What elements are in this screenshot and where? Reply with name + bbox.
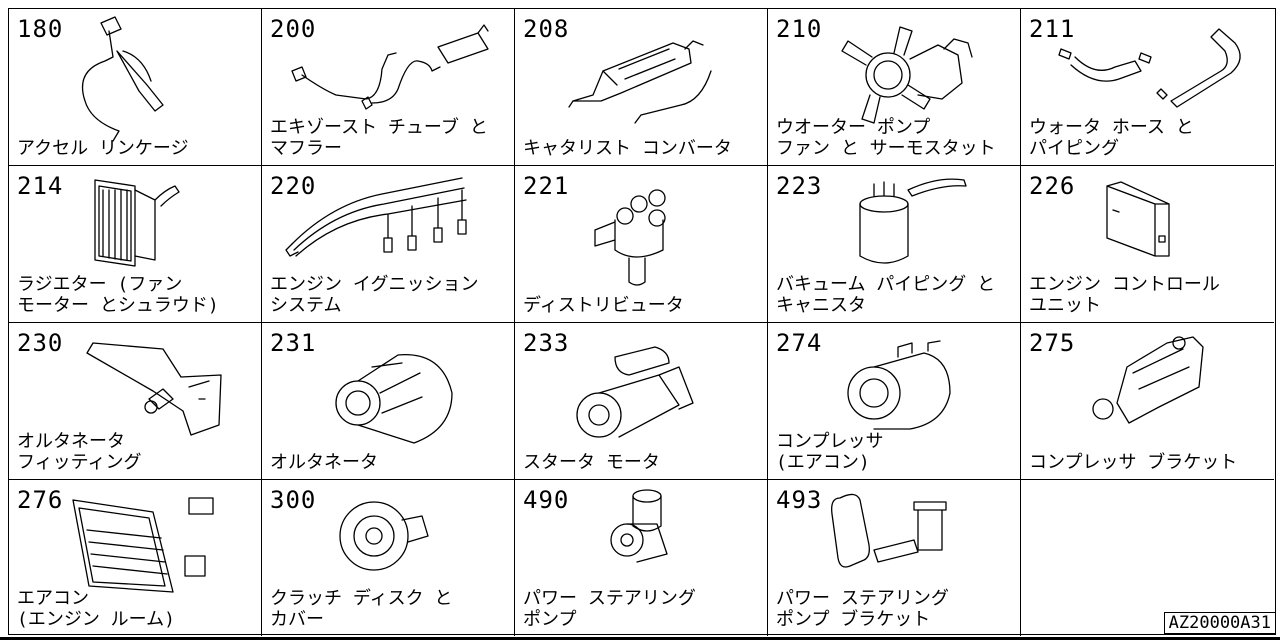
catalytic-converter-icon bbox=[568, 40, 712, 124]
part-label: パワー ステアリング ポンプ ブラケット bbox=[776, 588, 949, 630]
part-code: 276 bbox=[17, 486, 64, 514]
part-cell-490[interactable]: 490 パワー ステアリング ポンプ bbox=[515, 480, 768, 636]
part-label: コンプレッサ (エアコン) bbox=[776, 431, 884, 473]
water-hose-icon bbox=[1058, 28, 1241, 108]
part-label: パワー ステアリング ポンプ bbox=[523, 588, 696, 630]
diagram-code: AZ20000A31 bbox=[1163, 612, 1276, 634]
part-label: エアコン (エンジン ルーム) bbox=[17, 588, 175, 630]
part-code: 214 bbox=[17, 172, 64, 200]
part-label: ラジエター (ファン モーター とシュラウド) bbox=[17, 274, 219, 316]
part-cell-223[interactable]: 223 バキューム パイピング と キャニスタ bbox=[768, 166, 1021, 323]
starter-motor-icon bbox=[576, 346, 694, 438]
part-code: 208 bbox=[523, 15, 570, 43]
clutch-disc-icon bbox=[339, 501, 429, 571]
part-code: 221 bbox=[523, 172, 570, 200]
part-cell-276[interactable]: 276 エアコン (エンジン ルーム) bbox=[9, 480, 262, 636]
part-label: アクセル リンケージ bbox=[17, 138, 189, 159]
accelerator-linkage-icon bbox=[81, 16, 164, 142]
part-code: 210 bbox=[776, 15, 823, 43]
part-cell-180[interactable]: 180 アクセル リンケージ bbox=[9, 9, 262, 166]
part-code: 300 bbox=[270, 486, 317, 514]
control-unit-icon bbox=[1106, 181, 1170, 257]
part-cell-210[interactable]: 210 ウオーター ポンプ ファン と サーモスタット bbox=[768, 9, 1021, 166]
part-cell-233[interactable]: 233 スタータ モータ bbox=[515, 323, 768, 480]
part-label: スタータ モータ bbox=[523, 452, 660, 473]
ignition-wires-icon bbox=[285, 177, 467, 257]
power-steering-pump-icon bbox=[610, 489, 668, 563]
alternator-icon bbox=[335, 354, 453, 444]
part-label: クラッチ ディスク と カバー bbox=[270, 588, 453, 630]
part-cell-208[interactable]: 208 キャタリスト コンバータ bbox=[515, 9, 768, 166]
part-label: エンジン コントロール ユニット bbox=[1029, 274, 1220, 316]
part-code: 275 bbox=[1029, 329, 1076, 357]
parts-catalog-grid: 180 アクセル リンケージ 200 エキゾースト チューブ と マフラー 20… bbox=[8, 8, 1276, 636]
part-code: 230 bbox=[17, 329, 64, 357]
part-code: 231 bbox=[270, 329, 317, 357]
part-cell-221[interactable]: 221 ディストリビュータ bbox=[515, 166, 768, 323]
part-cell-231[interactable]: 231 オルタネータ bbox=[262, 323, 515, 480]
ac-compressor-icon bbox=[847, 340, 951, 430]
part-code: 274 bbox=[776, 329, 823, 357]
pump-bracket-icon bbox=[831, 493, 947, 568]
compressor-bracket-icon bbox=[1092, 336, 1204, 424]
part-code: 211 bbox=[1029, 15, 1076, 43]
part-label: エンジン イグニッション システム bbox=[270, 274, 479, 316]
part-label: バキューム パイピング と キャニスタ bbox=[776, 274, 996, 316]
part-label: コンプレッサ ブラケット bbox=[1029, 452, 1238, 473]
part-label: ウォータ ホース と パイピング bbox=[1029, 117, 1194, 159]
part-code: 200 bbox=[270, 15, 317, 43]
part-cell-230[interactable]: 230 オルタネータ フィッティング bbox=[9, 323, 262, 480]
part-cell-274[interactable]: 274 コンプレッサ (エアコン) bbox=[768, 323, 1021, 480]
part-label: ウオーター ポンプ ファン と サーモスタット bbox=[776, 117, 996, 159]
part-label: オルタネータ フィッティング bbox=[17, 431, 142, 473]
part-cell-300[interactable]: 300 クラッチ ディスク と カバー bbox=[262, 480, 515, 636]
part-cell-200[interactable]: 200 エキゾースト チューブ と マフラー bbox=[262, 9, 515, 166]
part-code: 493 bbox=[776, 486, 823, 514]
part-label: キャタリスト コンバータ bbox=[523, 138, 732, 159]
part-cell-214[interactable]: 214 ラジエター (ファン モーター とシュラウド) bbox=[9, 166, 262, 323]
part-code: 226 bbox=[1029, 172, 1076, 200]
part-cell-226[interactable]: 226 エンジン コントロール ユニット bbox=[1021, 166, 1274, 323]
part-cell-275[interactable]: 275 コンプレッサ ブラケット bbox=[1021, 323, 1274, 480]
bottom-rule bbox=[0, 637, 1280, 640]
part-label: オルタネータ bbox=[270, 452, 378, 473]
part-cell-220[interactable]: 220 エンジン イグニッション システム bbox=[262, 166, 515, 323]
part-code: 180 bbox=[17, 15, 64, 43]
part-code: 223 bbox=[776, 172, 823, 200]
part-cell-211[interactable]: 211 ウォータ ホース と パイピング bbox=[1021, 9, 1274, 166]
part-code: 490 bbox=[523, 486, 570, 514]
water-pump-fan-icon bbox=[841, 26, 973, 124]
exhaust-muffler-icon bbox=[291, 24, 489, 110]
part-code: 220 bbox=[270, 172, 317, 200]
ac-condenser-icon bbox=[72, 497, 214, 593]
part-code: 233 bbox=[523, 329, 570, 357]
part-cell-493[interactable]: 493 パワー ステアリング ポンプ ブラケット bbox=[768, 480, 1021, 636]
vacuum-canister-icon bbox=[859, 178, 967, 264]
radiator-icon bbox=[94, 179, 180, 267]
part-label: エキゾースト チューブ と マフラー bbox=[270, 117, 488, 159]
alternator-bracket-icon bbox=[86, 342, 222, 436]
part-label: ディストリビュータ bbox=[523, 295, 684, 316]
distributor-icon bbox=[594, 189, 666, 286]
